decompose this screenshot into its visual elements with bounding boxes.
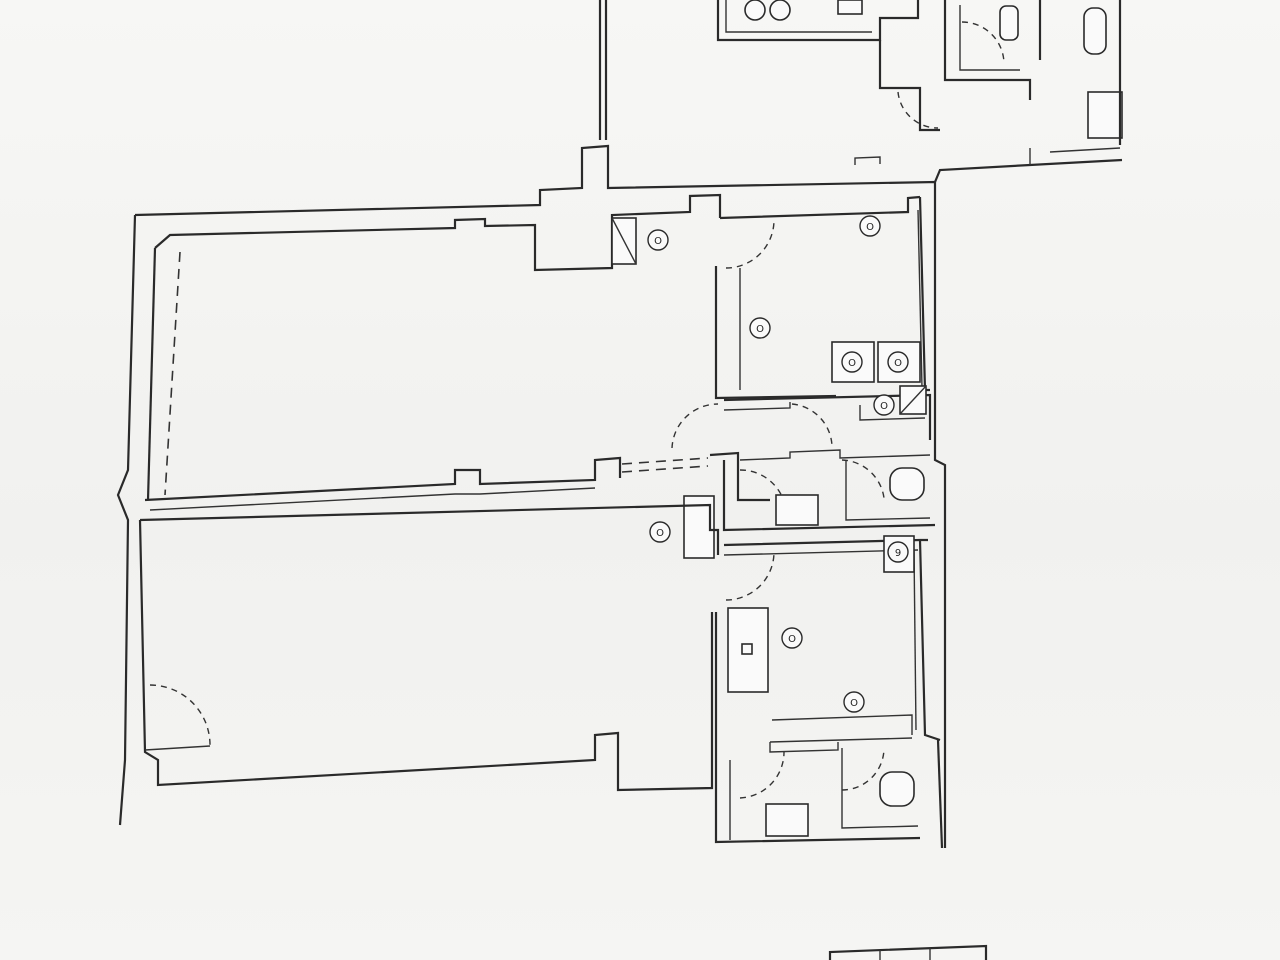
svg-text:O: O	[848, 358, 856, 369]
washbasin-icon	[765, 803, 809, 837]
svg-text:O: O	[656, 528, 664, 539]
svg-text:9: 9	[895, 548, 901, 559]
marker: O	[859, 215, 881, 237]
svg-text:O: O	[654, 236, 662, 247]
lower-living-room	[138, 503, 720, 792]
marker: O	[649, 521, 671, 543]
upper-unit-fragment	[598, 0, 1123, 145]
svg-text:O: O	[756, 324, 764, 335]
washbasin-icon	[775, 494, 819, 526]
toilet-icon	[1083, 7, 1107, 55]
lower-unit-fragment	[828, 944, 988, 960]
svg-text:O: O	[880, 401, 888, 412]
outer-walls	[116, 144, 1123, 848]
svg-text:O: O	[850, 698, 858, 709]
marker: O	[873, 394, 895, 416]
toilet-icon	[889, 467, 925, 501]
marker: O	[843, 691, 865, 713]
marker: O	[887, 351, 909, 373]
sink-icon	[741, 643, 753, 655]
toilet-icon	[999, 5, 1019, 41]
upper-living-room	[144, 217, 709, 511]
marker: O	[841, 351, 863, 373]
marker: O	[749, 317, 771, 339]
svg-text:O: O	[788, 634, 796, 645]
marker: 9	[887, 541, 909, 563]
stove-burner-icon	[769, 0, 791, 21]
sink-icon	[837, 0, 863, 15]
stove-burner-icon	[744, 0, 766, 21]
toilet-icon	[879, 771, 915, 807]
shower-icon	[1087, 91, 1123, 139]
middle-bathroom-block	[671, 385, 936, 559]
marker: O	[647, 229, 669, 251]
marker: O	[781, 627, 803, 649]
lower-right-room	[714, 535, 944, 849]
svg-text:O: O	[894, 358, 902, 369]
svg-text:O: O	[866, 222, 874, 233]
